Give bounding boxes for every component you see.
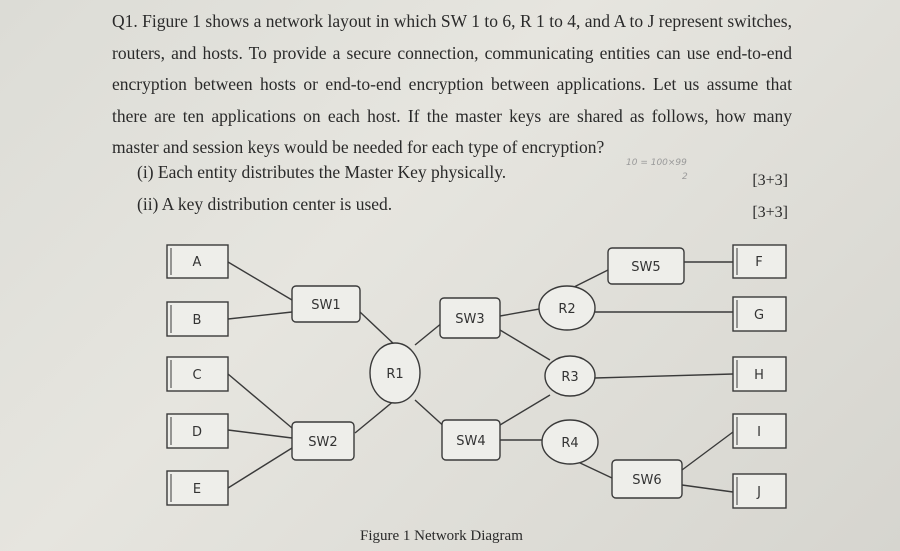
host-i-box	[732, 413, 787, 449]
router-ellipses	[369, 285, 599, 465]
host-h-label: H	[754, 368, 764, 383]
host-g-box	[732, 296, 787, 332]
switch-sw5-label: SW5	[631, 260, 660, 275]
marks-1: [3+3]	[752, 172, 788, 189]
link-sw3-r3	[499, 329, 551, 361]
host-f-label: F	[755, 255, 762, 270]
link-d-sw2	[227, 429, 293, 439]
link-r2-sw5	[571, 269, 609, 289]
host-e-label: E	[193, 482, 201, 497]
switch-sw2-box	[291, 421, 355, 461]
switch-sw3-label: SW3	[455, 312, 484, 327]
link-sw6-j	[681, 484, 734, 493]
host-a-label: A	[193, 255, 202, 270]
switch-sw1-label: SW1	[311, 298, 340, 313]
host-g-label: G	[754, 308, 764, 323]
host-b-label: B	[193, 313, 202, 328]
link-sw4-r3	[499, 394, 551, 426]
link-sw6-i	[681, 431, 734, 471]
switch-sw6-label: SW6	[632, 473, 661, 488]
switch-sw4-label: SW4	[456, 434, 485, 449]
host-inner-edges	[170, 248, 738, 505]
host-c-box	[166, 356, 229, 392]
router-r3-label: R3	[561, 370, 578, 385]
router-r2-label: R2	[558, 302, 575, 317]
host-boxes	[166, 244, 787, 509]
link-sw2-r1	[354, 399, 396, 434]
router-r1-label: R1	[386, 367, 403, 382]
router-r3-shape	[544, 355, 596, 397]
link-c-sw2	[227, 373, 293, 429]
switch-sw2-label: SW2	[308, 435, 337, 450]
router-r1-shape	[369, 342, 421, 404]
marks-2: [3+3]	[752, 204, 788, 221]
question-paragraph: Q1. Figure 1 shows a network layout in w…	[112, 11, 792, 157]
switch-sw5-box	[607, 247, 685, 285]
handwritten-note: 10 = 100×99	[626, 158, 687, 168]
switch-boxes	[291, 247, 685, 499]
host-j-label: J	[756, 485, 761, 500]
host-c-label: C	[192, 368, 201, 383]
link-e-sw2	[227, 447, 293, 489]
router-r4-label: R4	[561, 436, 578, 451]
host-d-label: D	[192, 425, 202, 440]
host-e-box	[166, 470, 229, 506]
link-sw3-r2	[499, 307, 546, 317]
router-r4-shape	[541, 419, 599, 465]
subquestion-2: (ii) A key distribution center is used.	[137, 194, 393, 214]
host-b-box	[166, 301, 229, 337]
switch-sw3-box	[439, 297, 501, 339]
host-f-box	[732, 244, 787, 279]
host-h-box	[732, 356, 787, 392]
link-r3-h	[594, 373, 734, 379]
figure-caption: Figure 1 Network Diagram	[360, 528, 523, 544]
subquestion-1: (i) Each entity distributes the Master K…	[137, 162, 507, 182]
host-j-box	[732, 473, 787, 509]
host-i-label: I	[757, 425, 761, 440]
question-text: Q1. Figure 1 shows a network layout in w…	[112, 6, 792, 164]
switch-sw1-box	[291, 285, 361, 323]
node-labels: A B C D E F G H I J SW1 SW2 SW3 SW4 SW5 …	[192, 255, 764, 500]
host-d-box	[166, 413, 229, 449]
host-a-box	[166, 244, 229, 279]
switch-sw6-box	[611, 459, 683, 499]
link-sw1-r1	[359, 311, 396, 346]
handwritten-note-denominator: 2	[682, 172, 688, 182]
link-r4-sw6	[577, 461, 613, 479]
link-b-sw1	[227, 311, 293, 320]
link-a-sw1	[227, 261, 293, 301]
router-r2-shape	[538, 285, 596, 331]
switch-sw4-box	[441, 419, 501, 461]
